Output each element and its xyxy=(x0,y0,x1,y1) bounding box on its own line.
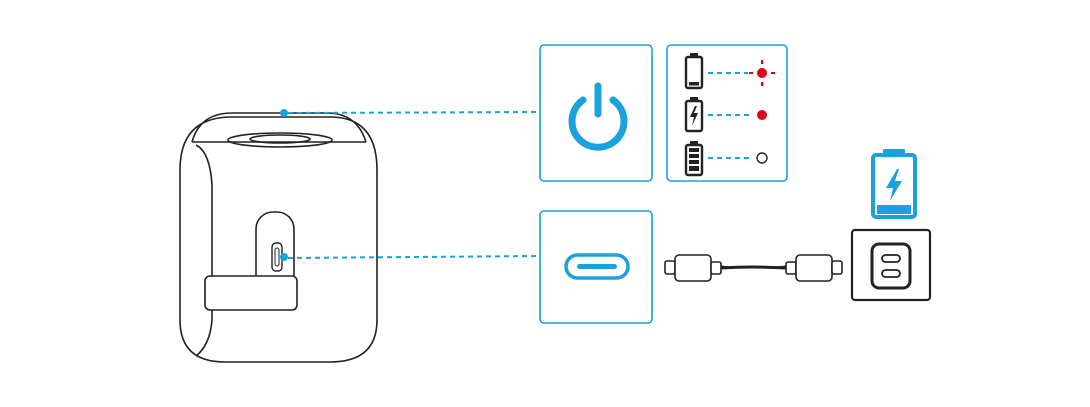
power-button-point xyxy=(280,109,288,117)
battery-charging-blue-icon xyxy=(871,149,917,219)
power-icon xyxy=(568,82,628,151)
usb-port-point xyxy=(280,253,288,261)
battery-full-icon xyxy=(684,141,704,177)
red-solid-light xyxy=(757,110,767,120)
battery-low-icon xyxy=(684,53,704,90)
battery-charging-icon xyxy=(684,97,704,133)
light-off xyxy=(756,152,768,164)
usb-c-cable-icon xyxy=(664,254,843,282)
power-leader-line xyxy=(287,111,541,114)
usb-c-port-icon xyxy=(564,253,630,280)
usb-c-wall-adapter-icon xyxy=(850,228,932,302)
speaker-illustration xyxy=(179,112,378,363)
port-leader-line xyxy=(287,255,541,259)
red-blinking-light xyxy=(749,60,775,86)
